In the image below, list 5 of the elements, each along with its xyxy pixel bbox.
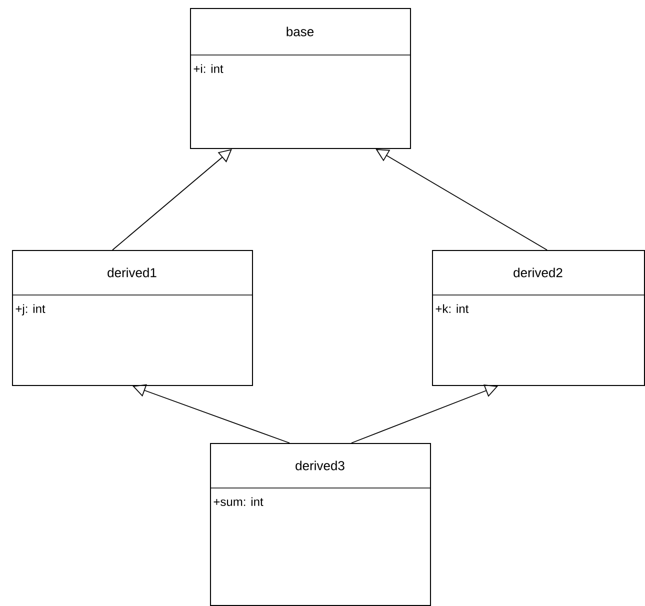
inheritance-arrow <box>112 149 232 250</box>
class-box: derived2 +k: int <box>432 250 645 386</box>
class-box: derived3 +sum: int <box>210 443 431 606</box>
class-box: derived1 +j: int <box>12 250 253 386</box>
class-box: base +i: int <box>190 8 411 149</box>
